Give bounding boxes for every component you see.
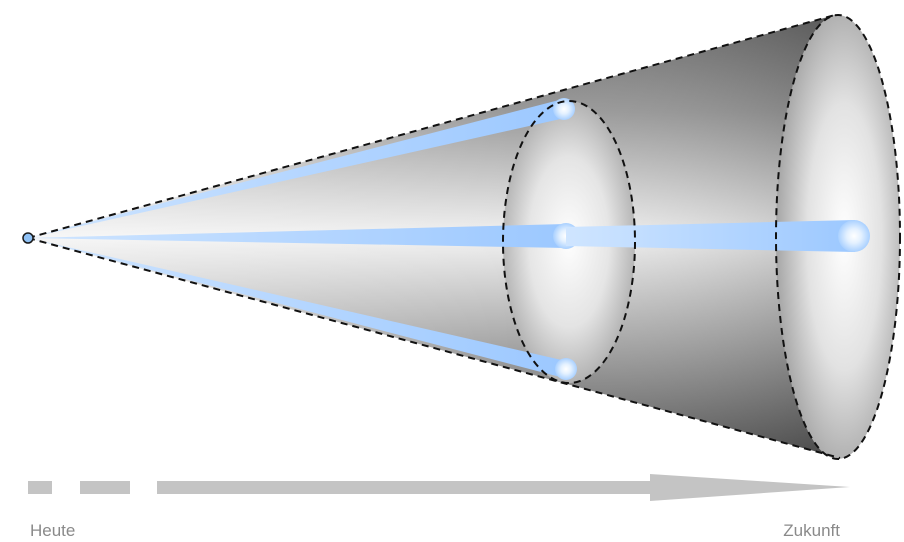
timeline-arrow: [28, 474, 850, 501]
origin-point: [23, 233, 33, 243]
timeline-dash-1: [28, 481, 52, 494]
timeline-shaft: [157, 481, 653, 494]
beam-lower-tip: [555, 358, 577, 380]
timeline-arrowhead: [650, 474, 850, 501]
beam-middle-end-tip: [838, 220, 870, 252]
timeline-start-label: Heute: [30, 521, 75, 540]
timeline-end-label: Zukunft: [783, 521, 840, 540]
timeline-dash-2: [80, 481, 130, 494]
